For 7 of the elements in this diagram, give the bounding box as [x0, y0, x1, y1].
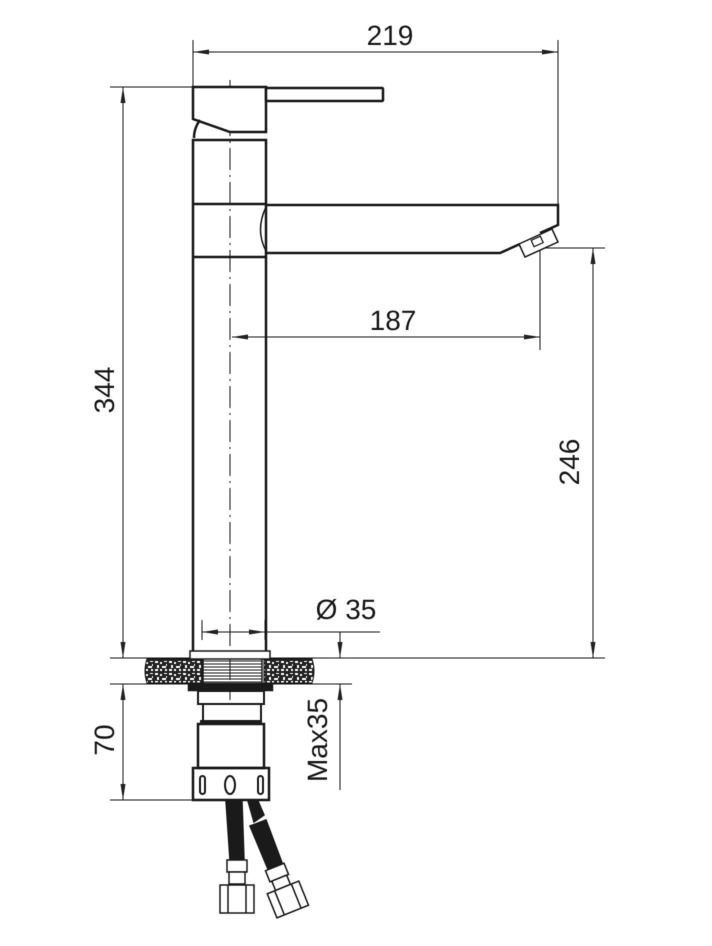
dimension-value: Max35 — [304, 698, 332, 782]
dimension-value: 70 — [91, 724, 119, 756]
dimension-value: 219 — [366, 22, 414, 50]
dimension-value: 187 — [370, 307, 416, 335]
dimension-value: Ø 35 — [316, 596, 376, 624]
dimension-value: 344 — [91, 366, 119, 414]
dimension-value: 246 — [556, 438, 584, 486]
